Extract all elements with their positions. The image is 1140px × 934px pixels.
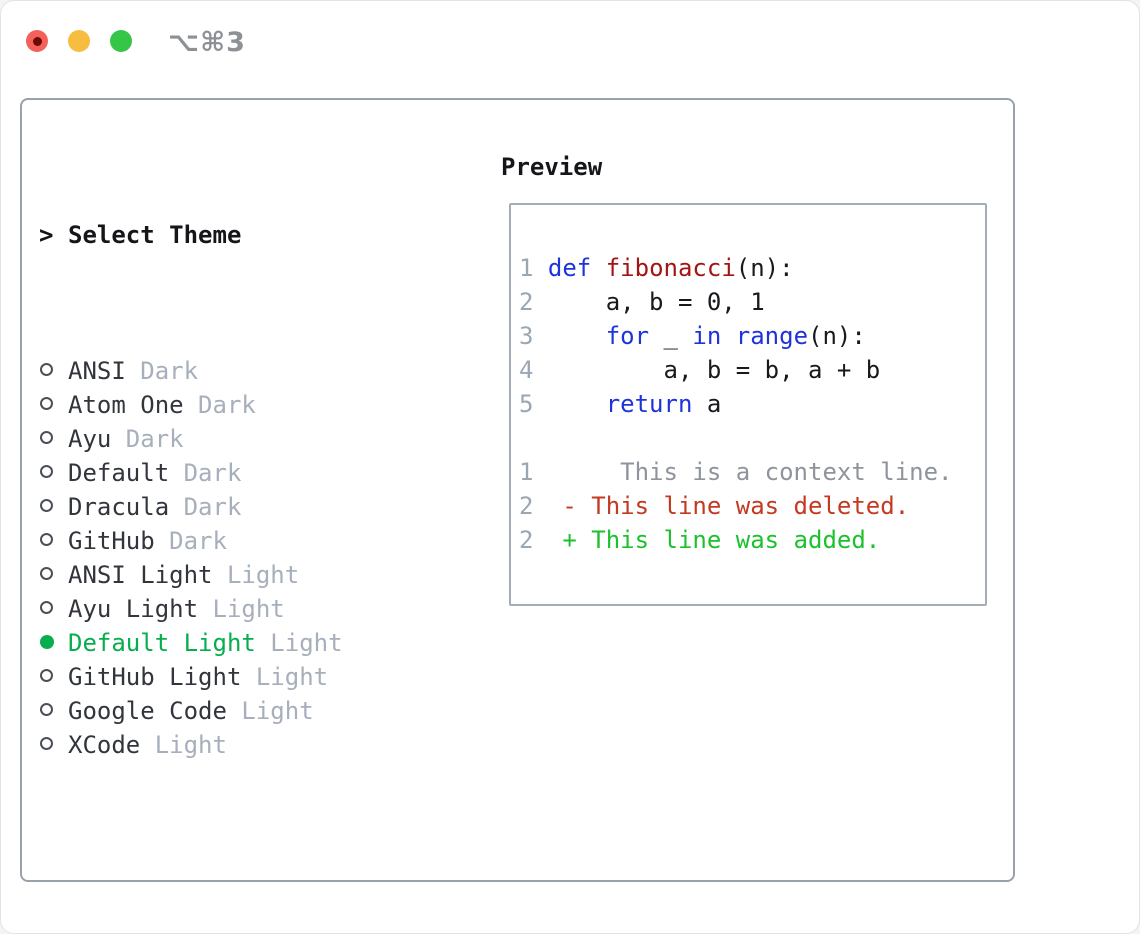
theme-list-item[interactable]: Default Dark [39,456,499,490]
item-variant-label: Dark [111,425,184,453]
item-label: Default Light [68,629,256,657]
item-label: Default [68,459,170,487]
code-line: 2 a, b = 0, 1 [519,288,765,316]
item-label: Google Code [68,697,227,725]
select-theme-heading: Select Theme [68,221,242,249]
code-line: 2 - This line was deleted. [519,492,910,520]
titlebar: ⌥⌘3 [1,1,1139,81]
code-line: 1 def fibonacci(n): [519,254,794,282]
theme-list-item[interactable]: Atom One Dark [39,388,499,422]
code-line: 3 for _ in range(n): [519,322,866,350]
radio-unselected-icon [39,694,68,728]
code-line: 2 + This line was added. [519,526,881,554]
item-label: ANSI Light [68,561,213,589]
theme-list-item[interactable]: Google Code Light [39,694,499,728]
radio-unselected-icon [39,490,68,524]
radio-unselected-icon [39,456,68,490]
theme-list-item[interactable]: GitHub Light Light [39,660,499,694]
theme-list-item[interactable]: Dracula Dark [39,490,499,524]
item-label: ANSI [68,357,126,385]
theme-list-item[interactable]: Default Light Light [39,626,499,660]
item-label: GitHub Light [68,663,242,691]
item-label: Dracula [68,493,170,521]
close-button[interactable] [26,30,48,52]
item-variant-label: Light [241,663,329,691]
radio-unselected-icon [39,592,68,626]
item-variant-label: Dark [169,493,242,521]
theme-list-item[interactable]: ANSI Dark [39,354,499,388]
minimize-button[interactable] [68,30,90,52]
select-theme-header-row: > Select Theme [39,218,499,252]
theme-list-item[interactable]: ANSI Light Light [39,558,499,592]
code-line: 4 a, b = b, a + b [519,356,881,384]
preview-heading: Preview [501,153,603,181]
item-variant-label: Light [226,697,314,725]
radio-unselected-icon [39,422,68,456]
item-variant-label: Dark [169,459,242,487]
code-line: 1 This is a context line. [519,458,953,486]
radio-unselected-icon [39,354,68,388]
radio-unselected-icon [39,388,68,422]
spacer-row [39,864,499,898]
item-label: Atom One [68,391,184,419]
theme-list-item[interactable]: GitHub Dark [39,524,499,558]
maximize-button[interactable] [110,30,132,52]
item-label: GitHub [68,527,155,555]
item-variant-label: Light [140,731,227,759]
focus-caret: > [39,221,54,249]
radio-unselected-icon [39,524,68,558]
item-label: Ayu Light [68,595,199,623]
window-title: ⌥⌘3 [168,27,246,58]
preview-pane: 1 def fibonacci(n): 2 a, b = 0, 1 3 for _ … [509,203,987,606]
theme-list-item[interactable]: XCode Light [39,728,499,762]
item-variant-label: Light [255,629,343,657]
theme-list-item[interactable]: Ayu Light Light [39,592,499,626]
theme-list-item[interactable]: Ayu Dark [39,422,499,456]
item-variant-label: Light [198,595,285,623]
radio-unselected-icon [39,728,68,762]
code-line: 5 return a [519,390,722,418]
radio-unselected-icon [39,558,68,592]
radio-selected-icon [39,626,68,660]
item-variant-label: Light [212,561,300,589]
item-variant-label: Dark [125,357,199,385]
close-button-dot [32,36,42,46]
item-variant-label: Dark [154,527,227,555]
code-preview: 1 def fibonacci(n): 2 a, b = 0, 1 3 for _ … [519,251,952,557]
item-label: XCode [68,731,141,759]
code-line [519,421,952,455]
item-variant-label: Dark [183,391,256,419]
radio-unselected-icon [39,660,68,694]
item-label: Ayu [68,425,112,453]
